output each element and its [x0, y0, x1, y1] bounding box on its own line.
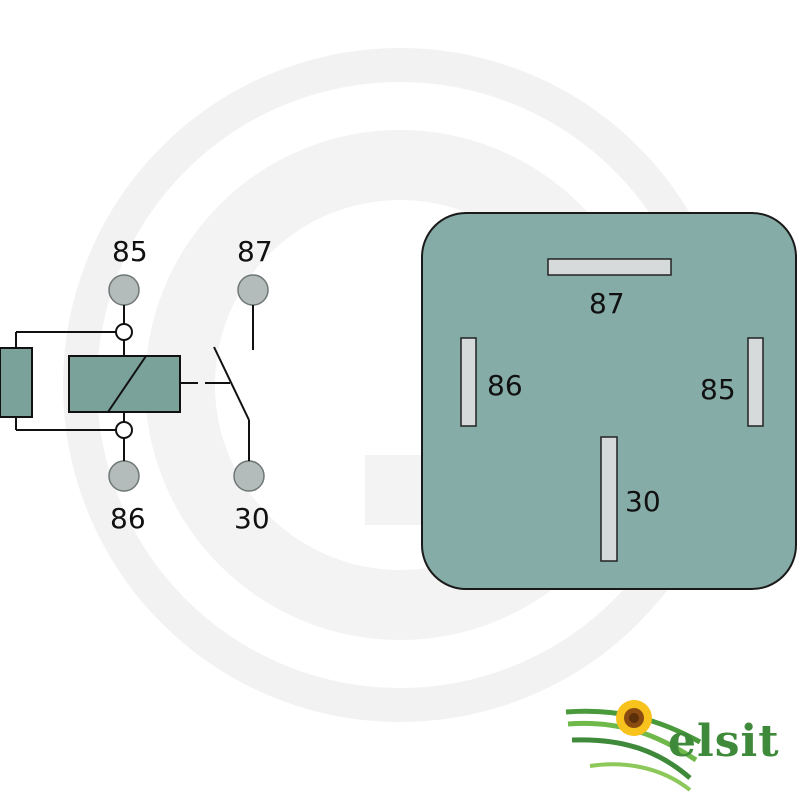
relay-schematic: [0, 274, 269, 492]
terminal-85: [108, 274, 140, 306]
pin-85: [747, 337, 764, 427]
schematic-label-86: 86: [110, 502, 146, 535]
terminal-87: [237, 274, 269, 306]
sunflower-icon: [616, 700, 652, 736]
socket-label-30: 30: [625, 485, 661, 518]
socket-label-87: 87: [589, 287, 625, 320]
relay-socket: [421, 212, 797, 590]
brand-logo-text: elsit: [668, 716, 780, 767]
pin-86: [460, 337, 477, 427]
suppression-resistor: [0, 347, 33, 418]
schematic-label-30: 30: [234, 502, 270, 535]
socket-label-85: 85: [700, 373, 736, 406]
terminal-30: [233, 460, 265, 492]
pin-30: [600, 436, 618, 562]
relay-coil: [68, 355, 181, 413]
junction-bottom: [115, 421, 133, 439]
schematic-label-85: 85: [112, 235, 148, 268]
socket-label-86: 86: [487, 369, 523, 402]
schematic-label-87: 87: [237, 235, 273, 268]
pin-87: [547, 258, 672, 276]
terminal-86: [108, 460, 140, 492]
switch-blade: [213, 346, 250, 421]
socket-housing: [421, 212, 797, 590]
brand-logo-graphic: [565, 700, 702, 792]
junction-top: [115, 323, 133, 341]
